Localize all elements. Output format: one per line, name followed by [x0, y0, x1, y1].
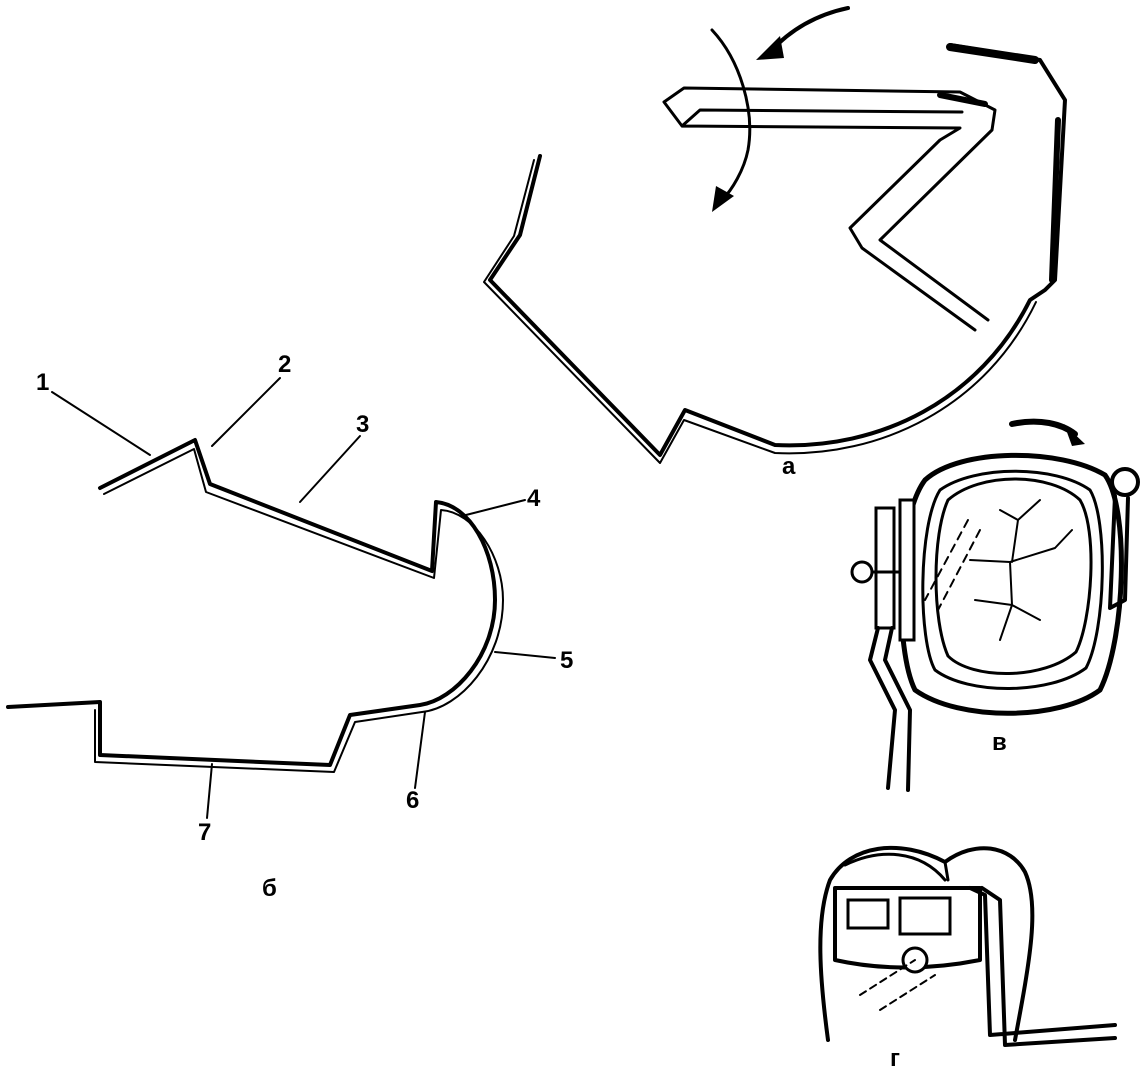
- band-lock-right: [1108, 494, 1130, 610]
- lock-pin-left: [850, 560, 874, 584]
- pliers-jaw: [662, 86, 997, 332]
- part-g-label: г: [890, 1045, 900, 1070]
- wire-descending: [868, 626, 912, 792]
- part-v-tooth-top-view: [850, 418, 1140, 792]
- part-a-wire-inner: [483, 159, 1037, 464]
- band-lock-left: [874, 506, 896, 630]
- rotation-arrowhead-lower: [712, 186, 734, 212]
- part-b-wire-path: [6, 438, 497, 767]
- number-2: 2: [278, 351, 291, 378]
- leader-6: [414, 711, 426, 789]
- number-1: 1: [36, 369, 49, 396]
- part-b-label: б: [262, 875, 277, 902]
- leader-5: [494, 651, 556, 659]
- band-inner: [921, 469, 1104, 690]
- lock-pin-right: [1110, 467, 1140, 497]
- part-a-label: а: [782, 453, 796, 480]
- band-bracket-right: [898, 896, 952, 936]
- number-3: 3: [356, 411, 369, 438]
- dashed-wire-hidden: [924, 519, 981, 611]
- rotation-arrowhead-upper: [756, 36, 784, 60]
- number-5: 5: [560, 647, 573, 674]
- part-a-wire-thick-end: [946, 43, 1039, 64]
- leader-3: [299, 435, 361, 503]
- part-b-wire-inner: [94, 448, 504, 773]
- part-v-label: в: [992, 729, 1007, 756]
- tooth-cusp-line: [843, 852, 950, 882]
- leader-1: [51, 391, 151, 456]
- dashed-wire-side: [859, 959, 936, 1011]
- part-b-wire: [6, 438, 504, 773]
- leader-7: [206, 763, 213, 819]
- band-lock-left-inner: [898, 498, 916, 642]
- part-a-wire: [488, 43, 1067, 457]
- band-bracket-left: [846, 898, 890, 930]
- number-4: 4: [527, 485, 541, 512]
- number-6: 6: [406, 787, 419, 814]
- part-a-wire-right-thick: [1049, 117, 1061, 283]
- part-g-tooth-side-view: [818, 845, 1117, 1047]
- number-7: 7: [198, 819, 211, 846]
- leader-4: [461, 499, 526, 517]
- part-a-wire-with-pliers: [483, 6, 1067, 464]
- tooth-fissures: [969, 499, 1073, 641]
- wire-going-right: [968, 886, 1117, 1047]
- pliers-jaw-edge: [937, 92, 988, 107]
- leader-2: [211, 377, 281, 447]
- rotation-arrow-lower: [710, 28, 752, 202]
- leader-lines: [51, 377, 556, 819]
- rotation-arrowhead-v: [1064, 424, 1085, 446]
- tooth-crown-outline: [934, 477, 1093, 675]
